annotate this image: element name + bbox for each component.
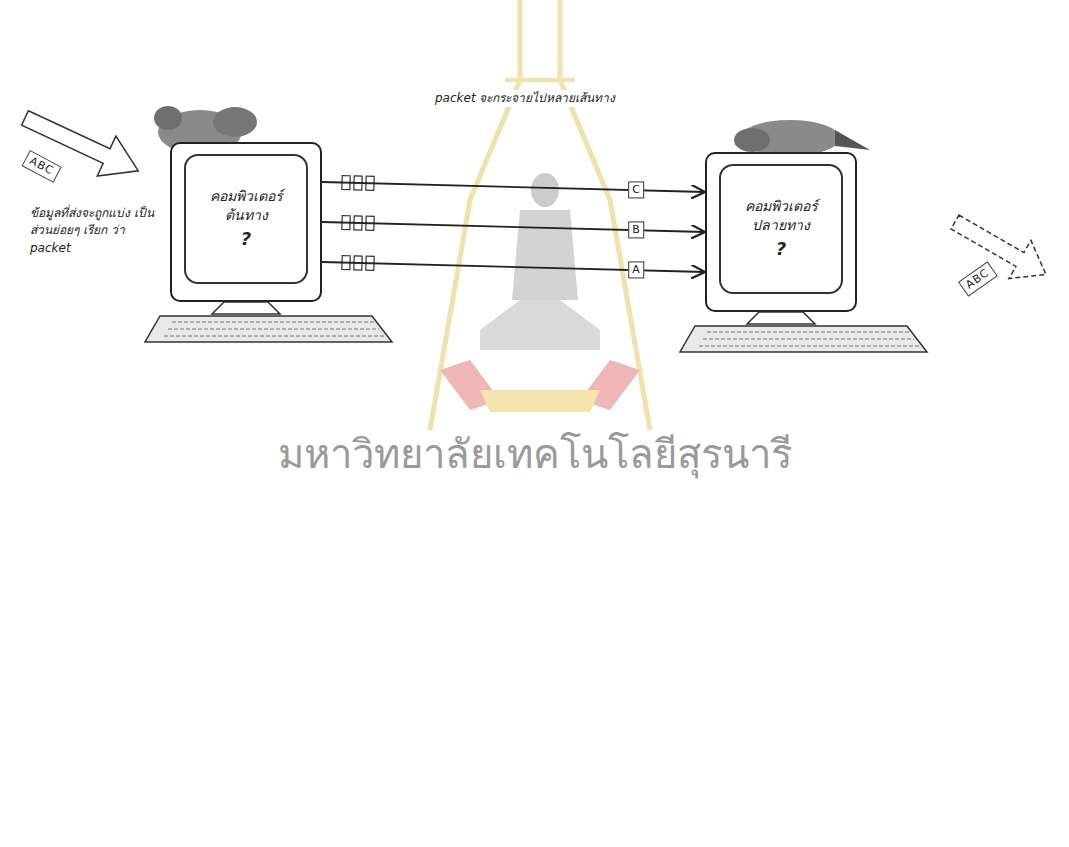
data-tag: ABC — [958, 262, 997, 297]
keyboard-keys — [707, 332, 909, 333]
toy-shape — [154, 106, 182, 130]
figure-base — [480, 300, 600, 350]
computer-monitor: คอมพิวเตอร์ ต้นทาง? — [170, 142, 322, 302]
input-arrow — [16, 98, 148, 191]
data-tag: ABC — [22, 150, 62, 183]
packet-arrow — [322, 222, 705, 232]
screen-text: คอมพิวเตอร์ ต้นทาง — [196, 187, 296, 225]
screen-text: ? — [241, 227, 251, 251]
monitor-screen: คอมพิวเตอร์ ต้นทาง? — [184, 154, 308, 284]
toy-shape — [734, 128, 770, 152]
toy-shape — [213, 107, 257, 137]
tower-line — [560, 0, 650, 430]
logo-bar — [480, 390, 600, 412]
watermark-text: มหาวิทยาลัยเทคโนโลยีสุรนารี — [0, 425, 1069, 483]
monitor-stand — [747, 312, 815, 324]
note-text: ข้อมูลที่ส่งจะถูกแบ่ง เป็นส่วนย่อยๆ เรีย… — [30, 205, 158, 257]
screen-text: ? — [776, 237, 786, 261]
keyboard — [145, 316, 392, 342]
figure-head — [531, 173, 559, 207]
packet-arrow — [322, 262, 705, 272]
toy-destination — [734, 120, 870, 156]
packet-label: C — [628, 182, 644, 199]
keyboard-keys — [703, 339, 914, 340]
keyboard-keys — [164, 336, 384, 337]
tower-line — [505, 78, 575, 82]
keyboard-keys — [172, 322, 374, 323]
monitor-screen: คอมพิวเตอร์ ปลายทาง? — [719, 164, 843, 294]
toy-beak — [835, 130, 870, 150]
packet-label: B — [628, 222, 644, 239]
watermark-logo — [430, 0, 650, 430]
computer-monitor: คอมพิวเตอร์ ปลายทาง? — [705, 152, 857, 312]
tower-line — [430, 0, 520, 430]
keyboard-keys — [699, 346, 919, 347]
monitor-stand — [212, 302, 280, 314]
screen-text: คอมพิวเตอร์ ปลายทาง — [731, 197, 831, 235]
keyboard — [680, 326, 927, 352]
figure-body — [512, 210, 578, 300]
keyboard-keys — [168, 329, 379, 330]
packet-label: A — [628, 262, 644, 279]
packet-arrow — [322, 182, 705, 192]
input-arrow-shape — [16, 98, 148, 191]
note-text: packet จะกระจายไปหลายเส้นทาง — [432, 90, 618, 107]
